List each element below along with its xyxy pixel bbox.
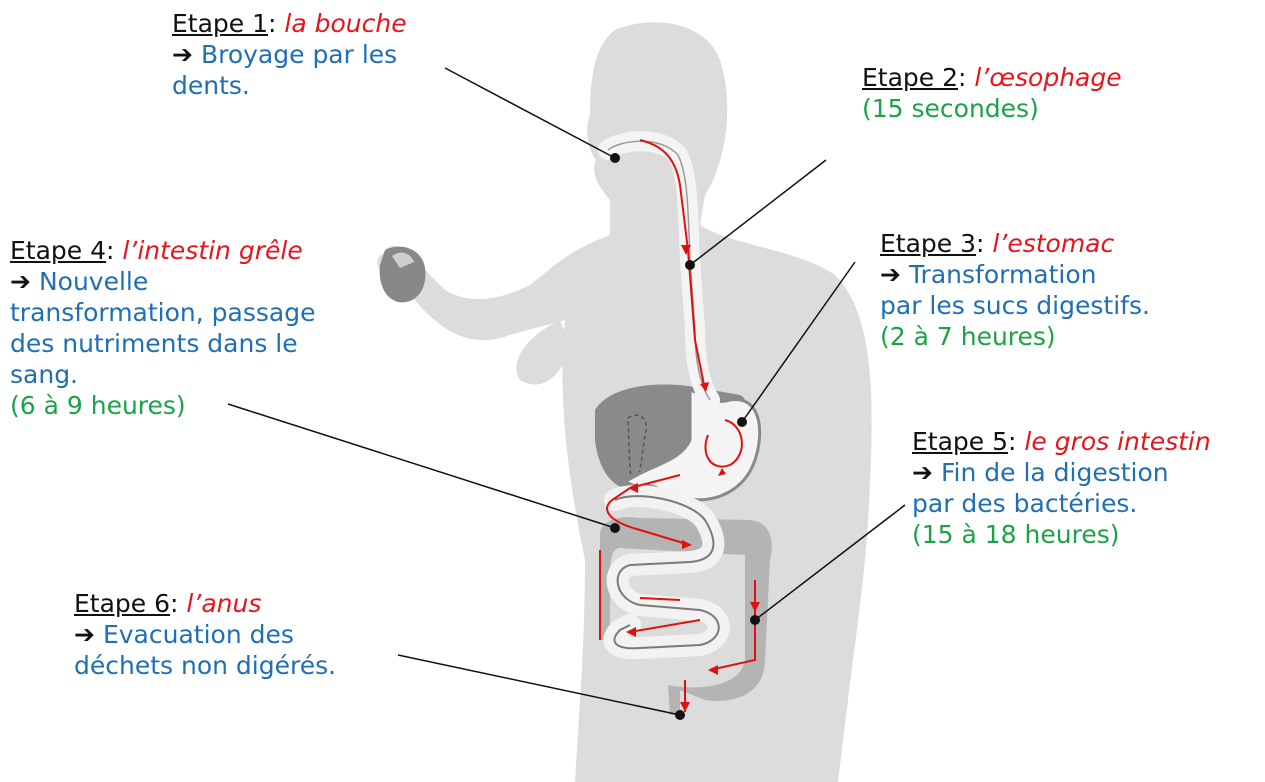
step-1-desc-line-2: dents. bbox=[172, 70, 407, 101]
step-5-desc-line-2: par des bactéries. bbox=[912, 488, 1211, 519]
step-4-desc-line-3: des nutriments dans le bbox=[10, 328, 315, 359]
step-4-organ: l’intestin grêle bbox=[122, 236, 302, 265]
point-anus bbox=[675, 710, 685, 720]
step-1-desc-line-1: Broyage par les bbox=[201, 40, 397, 69]
apple bbox=[380, 247, 426, 303]
step-6-stage: Etape 6 bbox=[74, 589, 170, 618]
step-3-organ: l’estomac bbox=[992, 229, 1114, 258]
step-3-duration: (2 à 7 heures) bbox=[880, 321, 1150, 352]
step-3-stage: Etape 3 bbox=[880, 229, 976, 258]
step-2-stage: Etape 2 bbox=[862, 63, 958, 92]
step-4-desc-line-1: Nouvelle bbox=[39, 267, 148, 296]
step-1-organ: la bouche bbox=[284, 9, 406, 38]
step-6-label: Etape 6: l’anus ➔Evacuation des déchets … bbox=[74, 588, 336, 681]
arrow-icon: ➔ bbox=[880, 260, 901, 289]
arrow-icon: ➔ bbox=[10, 267, 31, 296]
point-stomach bbox=[737, 417, 747, 427]
step-6-desc-line-2: déchets non digérés. bbox=[74, 650, 336, 681]
step-1-label: Etape 1: la bouche ➔Broyage par les dent… bbox=[172, 8, 407, 101]
step-3-desc-line-1: Transformation bbox=[909, 260, 1097, 289]
point-mouth bbox=[610, 153, 620, 163]
step-6-desc-line-1: Evacuation des bbox=[103, 620, 294, 649]
step-5-stage: Etape 5 bbox=[912, 427, 1008, 456]
step-5-organ: le gros intestin bbox=[1024, 427, 1210, 456]
step-5-desc-line-1: Fin de la digestion bbox=[941, 458, 1169, 487]
point-small-intestine bbox=[610, 523, 620, 533]
step-2-organ: l’œsophage bbox=[974, 63, 1121, 92]
step-4-label: Etape 4: l’intestin grêle ➔Nouvelle tran… bbox=[10, 235, 315, 421]
step-6-organ: l’anus bbox=[186, 589, 261, 618]
step-3-label: Etape 3: l’estomac ➔Transformation par l… bbox=[880, 228, 1150, 352]
step-4-duration: (6 à 9 heures) bbox=[10, 390, 315, 421]
step-1-stage: Etape 1 bbox=[172, 9, 268, 38]
step-5-label: Etape 5: le gros intestin ➔Fin de la dig… bbox=[912, 426, 1211, 550]
step-2-label: Etape 2: l’œsophage (15 secondes) bbox=[862, 62, 1122, 124]
step-4-stage: Etape 4 bbox=[10, 236, 106, 265]
arrow-icon: ➔ bbox=[172, 40, 193, 69]
point-large-intestine bbox=[750, 615, 760, 625]
step-5-duration: (15 à 18 heures) bbox=[912, 519, 1211, 550]
step-4-desc-line-2: transformation, passage bbox=[10, 297, 315, 328]
arrow-icon: ➔ bbox=[912, 458, 933, 487]
step-4-desc-line-4: sang. bbox=[10, 359, 315, 390]
point-oesophagus bbox=[685, 260, 695, 270]
step-3-desc-line-2: par les sucs digestifs. bbox=[880, 290, 1150, 321]
arrow-icon: ➔ bbox=[74, 620, 95, 649]
step-2-duration: (15 secondes) bbox=[862, 93, 1122, 124]
